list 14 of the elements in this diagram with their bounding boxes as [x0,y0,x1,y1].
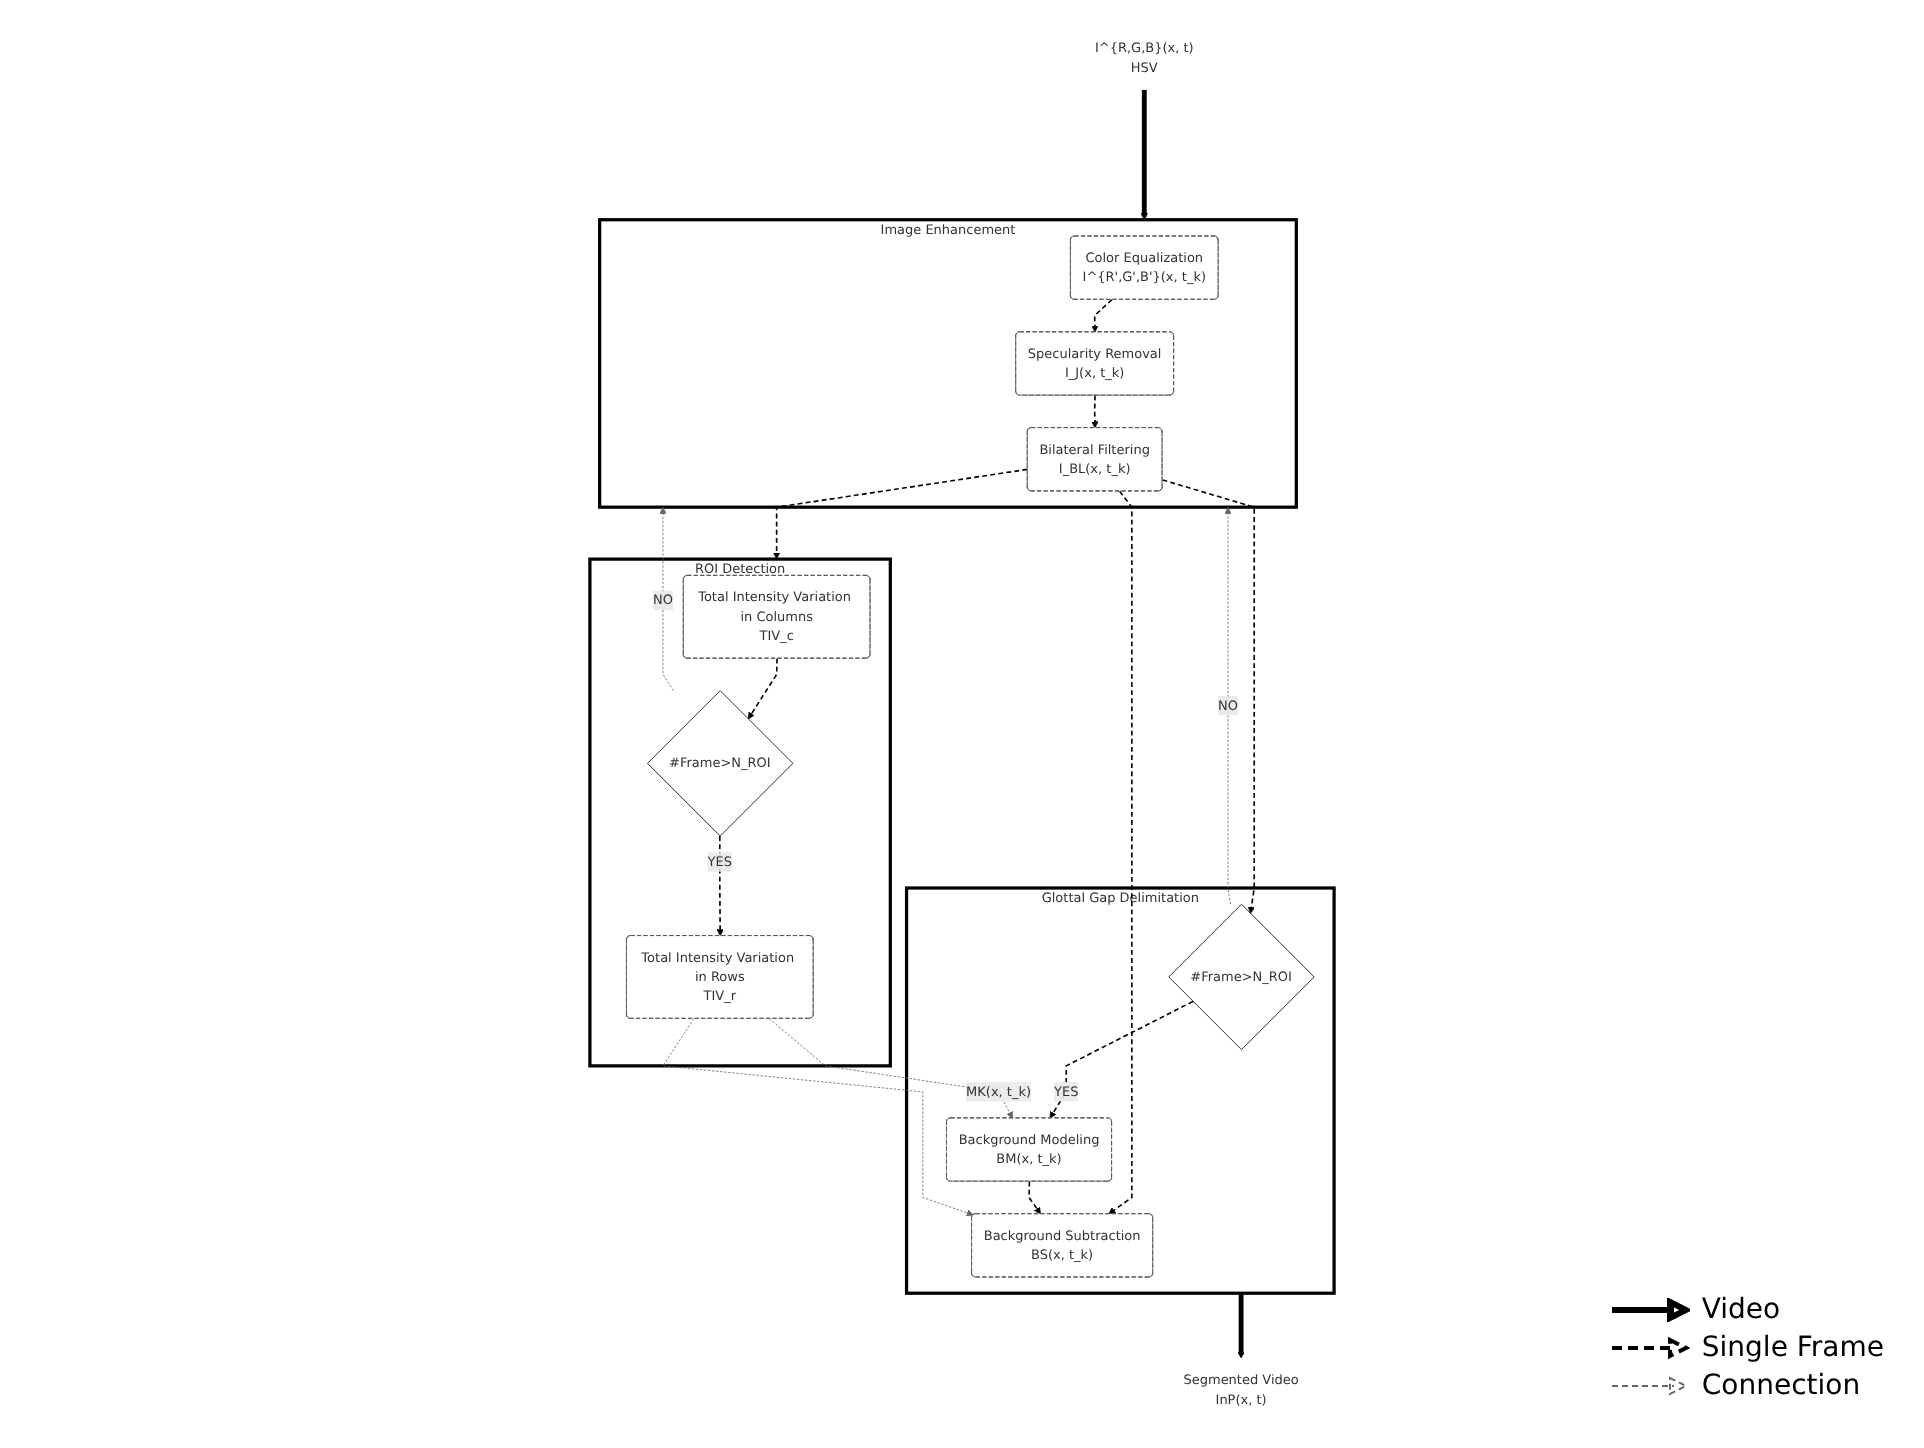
arrow [1091,298,1113,333]
arrow [773,468,1029,560]
arrow [1049,1000,1194,1119]
arrow [1091,394,1099,429]
legend-label: Connection [1701,1370,1861,1402]
arrow [1108,490,1133,1215]
arrow [747,657,778,720]
legend-label: Video [1701,1294,1781,1326]
arrow [1028,1180,1041,1215]
legend-label: Single Frame [1701,1332,1884,1364]
arrow [716,835,724,937]
arrow [1237,1293,1245,1359]
arrow [1161,479,1255,914]
arrow [1140,89,1148,221]
